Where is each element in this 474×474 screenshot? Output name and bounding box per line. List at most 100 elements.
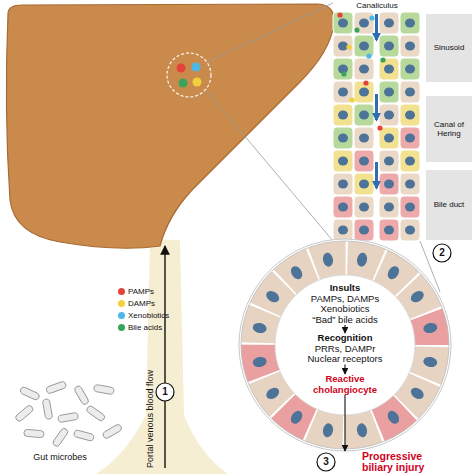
cell-nucleus [405,42,415,51]
particle-dot [354,27,359,32]
duct-cross-section [275,275,415,415]
particle-dot [349,97,354,102]
cell-column [333,127,353,149]
cell-column [333,104,353,126]
cell-nucleus [385,264,401,281]
cell-nucleus [359,134,369,143]
duct-cross-section [258,258,432,432]
particle-dot [369,15,374,20]
outcome-text: Progressive biliary injury [362,451,452,473]
cell-column [333,58,353,80]
cell-column [379,81,399,103]
cell-column [354,58,374,80]
gut-microbe [52,427,69,447]
callout-circle [156,244,451,471]
zoom-line [208,3,333,62]
cell-nucleus [338,19,415,235]
region-label: Portal venous blood flow [145,364,155,474]
cell-nucleus [359,88,369,97]
cell-column [333,150,353,172]
cell-nucleus [405,203,415,212]
gut-microbe [42,399,52,420]
cell-nucleus [359,65,369,74]
cell-nucleus [384,111,394,120]
cell-nucleus [338,203,348,212]
legend-entry: Bile acids [118,322,162,333]
cell-nucleus [359,180,369,189]
flow-arrow [344,365,345,375]
cell-nucleus [359,226,369,235]
cell-nucleus [338,19,348,28]
cell-column [354,104,374,126]
particle-dot [346,44,351,49]
cell-nucleus [289,264,305,281]
zoom-circle [179,79,188,88]
zoom-line [206,90,333,241]
gut-microbe [46,381,67,394]
cell-nucleus [384,42,394,51]
gut-microbe [93,384,114,394]
cell-nucleus [405,65,415,74]
flow-arrow [344,325,345,333]
legend-text: PAMPs [128,287,154,296]
cell-nucleus [422,322,438,335]
duct-cross-section [241,241,449,449]
cell-column [400,150,420,172]
duct-cross-section [239,239,451,451]
lumen-arrow [375,14,378,40]
text-group: InsultsPAMPs, DAMPs Xenobiotics “Bad” bi… [309,283,381,325]
region-label: Canaliculus [335,1,419,10]
liver [6,4,334,248]
portal-vein [96,240,228,474]
cell-nucleus [385,409,401,426]
cell-nucleus [338,42,348,51]
blood-flow-arrow [165,246,166,468]
legend-swatch [118,324,125,331]
callout-circle [156,383,174,401]
region-label: Bile duct [426,200,472,209]
gut-microbe [86,405,106,422]
cell-nucleus [405,226,415,235]
text-group: Reactive cholangiocyte [307,374,383,395]
cell-column [400,58,420,80]
cell-nucleus [405,111,415,120]
cell-nucleus [252,356,268,369]
legend-text: DAMPs [128,299,155,308]
cell-column [333,173,353,195]
region-label: Canal of Hering [426,120,472,138]
cell-nucleus [409,289,426,305]
zoom-circle [167,53,211,97]
text-group: Progressive biliary injury [340,451,452,473]
liver [6,4,334,248]
particle-dot [337,12,342,17]
cell-nucleus [359,19,369,28]
cell-column [379,104,399,126]
cell-column [354,150,374,172]
cell-nucleus [338,88,348,97]
portal-vein [96,240,228,474]
particle-dot [341,71,346,76]
cell-column [400,173,420,195]
cell-column [354,173,374,195]
zoom-circle [177,64,186,73]
cell-nucleus [264,385,281,401]
cell-nucleus [384,65,394,74]
particle-dot [377,125,382,130]
particle-dot [366,53,371,58]
cell-column [354,12,374,34]
cell-column [333,12,353,34]
blood-flow-arrow [164,246,165,468]
gut-microbe [58,412,79,422]
cell-column [354,35,374,57]
cell-nucleus [356,422,369,438]
cell-nucleus [384,180,394,189]
cell-nucleus [405,134,415,143]
cell-nucleus [359,157,369,166]
cell-column [400,12,420,34]
cell-column [400,81,420,103]
cell-nucleus [338,157,348,166]
legend-entry: DAMPs [118,298,155,309]
legend-text: Xenobiotics [128,311,169,320]
